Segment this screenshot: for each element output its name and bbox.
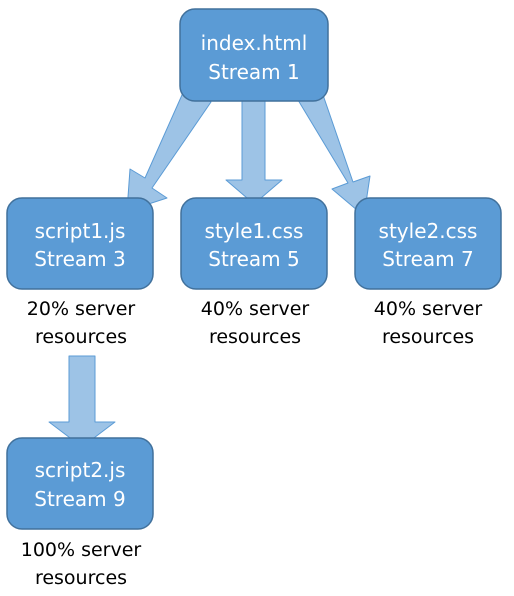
node-index: index.html Stream 1 [179,8,329,102]
node-style1-filename: style1.css [205,219,304,243]
arrow-index-to-script1 [126,85,212,212]
node-index-filename: index.html [201,31,308,55]
caption-style2: 40% server resources [374,298,483,348]
node-script2-stream: Stream 9 [34,487,125,511]
node-script2-box [6,437,154,530]
node-script2: script2.js Stream 9 [6,437,154,530]
arrow-index-to-style2 [297,91,371,217]
node-script2-filename: script2.js [35,458,126,482]
caption-script2: 100% server resources [21,539,142,589]
arrow-index-to-style1 [225,94,283,205]
caption-script1-line1: 20% server [27,298,136,320]
node-script1-stream: Stream 3 [34,247,125,271]
edges [48,85,371,448]
caption-style2-line2: resources [382,326,474,348]
caption-style1: 40% server resources [201,298,310,348]
caption-script2-line1: 100% server [21,539,142,561]
node-index-box [179,8,329,102]
caption-style2-line1: 40% server [374,298,483,320]
caption-style1-line2: resources [209,326,301,348]
arrow-script1-to-script2 [48,355,116,448]
node-script1-box [6,197,154,290]
node-script1: script1.js Stream 3 [6,197,154,290]
node-style2-filename: style2.css [379,219,478,243]
caption-script1: 20% server resources [27,298,136,348]
node-style2-stream: Stream 7 [382,247,473,271]
node-style1-stream: Stream 5 [208,247,299,271]
caption-script2-line2: resources [35,567,127,589]
caption-style1-line1: 40% server [201,298,310,320]
node-style2: style2.css Stream 7 [354,197,502,290]
node-style1-box [180,197,328,290]
node-style1: style1.css Stream 5 [180,197,328,290]
node-index-stream: Stream 1 [208,60,299,84]
node-style2-box [354,197,502,290]
caption-script1-line2: resources [35,326,127,348]
node-script1-filename: script1.js [35,219,126,243]
